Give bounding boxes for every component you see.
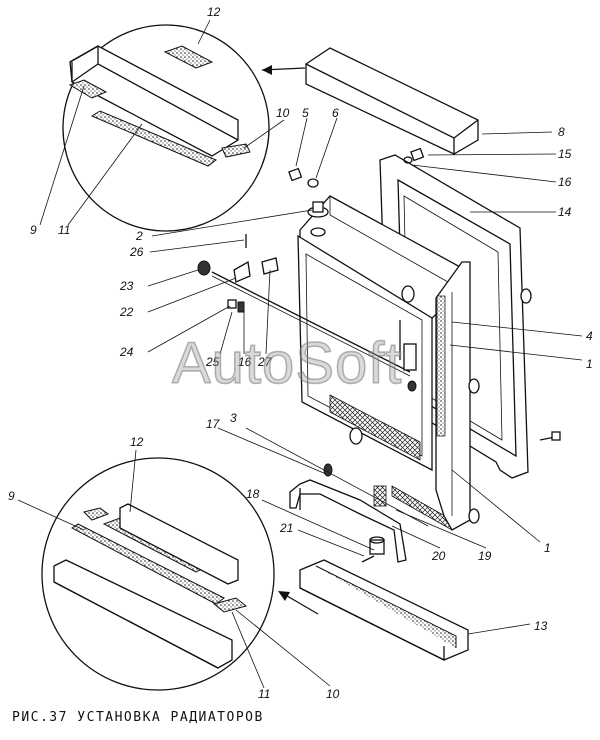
label-25: 25 xyxy=(205,355,220,369)
watermark-text: AutoSoft xyxy=(171,330,403,397)
arrow-top xyxy=(261,65,306,75)
label-9-top: 9 xyxy=(30,223,37,237)
label-19: 19 xyxy=(478,549,492,563)
label-13: 13 xyxy=(534,619,548,633)
leader-lines xyxy=(17,19,583,689)
label-5: 5 xyxy=(302,106,309,120)
label-23: 23 xyxy=(119,279,134,293)
label-15: 15 xyxy=(558,147,572,161)
label-17: 17 xyxy=(206,417,221,431)
bottom-tray-part-13 xyxy=(299,559,469,662)
tie-rod-assembly xyxy=(197,234,417,377)
top-cover-part-8 xyxy=(305,47,479,155)
label-9-bottom: 9 xyxy=(8,489,15,503)
label-20: 20 xyxy=(431,549,446,563)
top-detail-view xyxy=(62,24,270,232)
lower-bracket-assembly xyxy=(289,463,407,563)
label-16-mid: 16 xyxy=(238,355,252,369)
label-10-bottom: 10 xyxy=(326,687,340,701)
label-2: 2 xyxy=(135,229,143,243)
label-6: 6 xyxy=(332,106,339,120)
label-10-top: 10 xyxy=(276,106,290,120)
label-8: 8 xyxy=(558,125,565,139)
label-27: 27 xyxy=(257,355,273,369)
label-22: 22 xyxy=(119,305,134,319)
label-16-top: 16 xyxy=(558,175,572,189)
label-12-bottom: 12 xyxy=(130,435,144,449)
label-21: 21 xyxy=(279,521,293,535)
bottom-detail-view xyxy=(41,457,275,691)
label-3: 3 xyxy=(230,411,237,425)
label-14: 14 xyxy=(558,205,572,219)
label-26: 26 xyxy=(129,245,144,259)
label-12-top: 12 xyxy=(207,5,221,19)
label-11-top: 11 xyxy=(58,223,70,237)
label-24: 24 xyxy=(119,345,134,359)
part-labels: 12 9 11 10 5 6 8 15 16 14 2 26 23 22 24 … xyxy=(8,5,593,701)
label-4: 4 xyxy=(586,329,593,343)
label-1-right: 1 xyxy=(586,357,593,371)
hardware-5-6-15-16 xyxy=(288,147,425,188)
label-1-lower: 1 xyxy=(544,541,551,555)
arrow-bottom xyxy=(278,591,319,615)
label-11-bottom: 11 xyxy=(258,687,270,701)
figure-caption: РИС.37 УСТАНОВКА РАДИАТОРОВ xyxy=(12,710,264,725)
label-18: 18 xyxy=(246,487,260,501)
